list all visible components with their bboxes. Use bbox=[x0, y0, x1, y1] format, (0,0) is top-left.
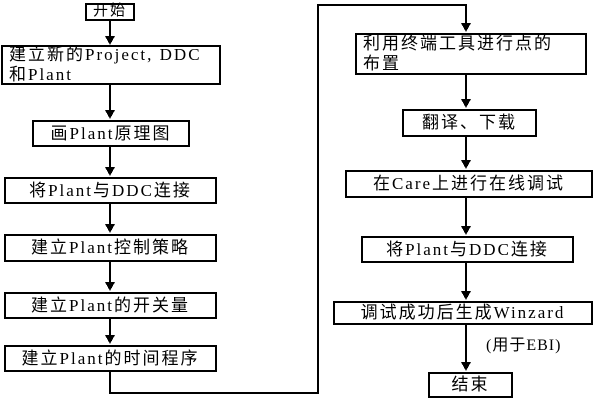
node-start: 开始 bbox=[85, 3, 135, 21]
node-generate-winzard: 调试成功后生成Winzard bbox=[333, 301, 593, 325]
node-draw-plant-schematic: 画Plant原理图 bbox=[32, 120, 190, 147]
node-translate-download: 翻译、下载 bbox=[402, 109, 537, 137]
node-build-time-program: 建立Plant的时间程序 bbox=[4, 345, 217, 372]
arrow-stems bbox=[109, 4, 467, 394]
node-connect-plant-ddc-2: 将Plant与DDC连接 bbox=[361, 236, 574, 263]
arrow-heads bbox=[105, 23, 471, 371]
node-create-project-ddc-plant: 建立新的Project, DDC 和Plant bbox=[1, 45, 221, 85]
loop-connector-line bbox=[109, 4, 467, 394]
node-online-debug-care: 在Care上进行在线调试 bbox=[345, 170, 593, 198]
node-end: 结束 bbox=[428, 372, 513, 398]
node-connect-plant-ddc: 将Plant与DDC连接 bbox=[4, 177, 217, 204]
node-build-switch-values: 建立Plant的开关量 bbox=[4, 292, 217, 319]
node-build-control-strategy: 建立Plant控制策略 bbox=[4, 234, 217, 262]
annotation-for-ebi: (用于EBI) bbox=[486, 337, 562, 354]
node-terminal-tool-point-layout: 利用终端工具进行点的 布置 bbox=[355, 33, 587, 75]
